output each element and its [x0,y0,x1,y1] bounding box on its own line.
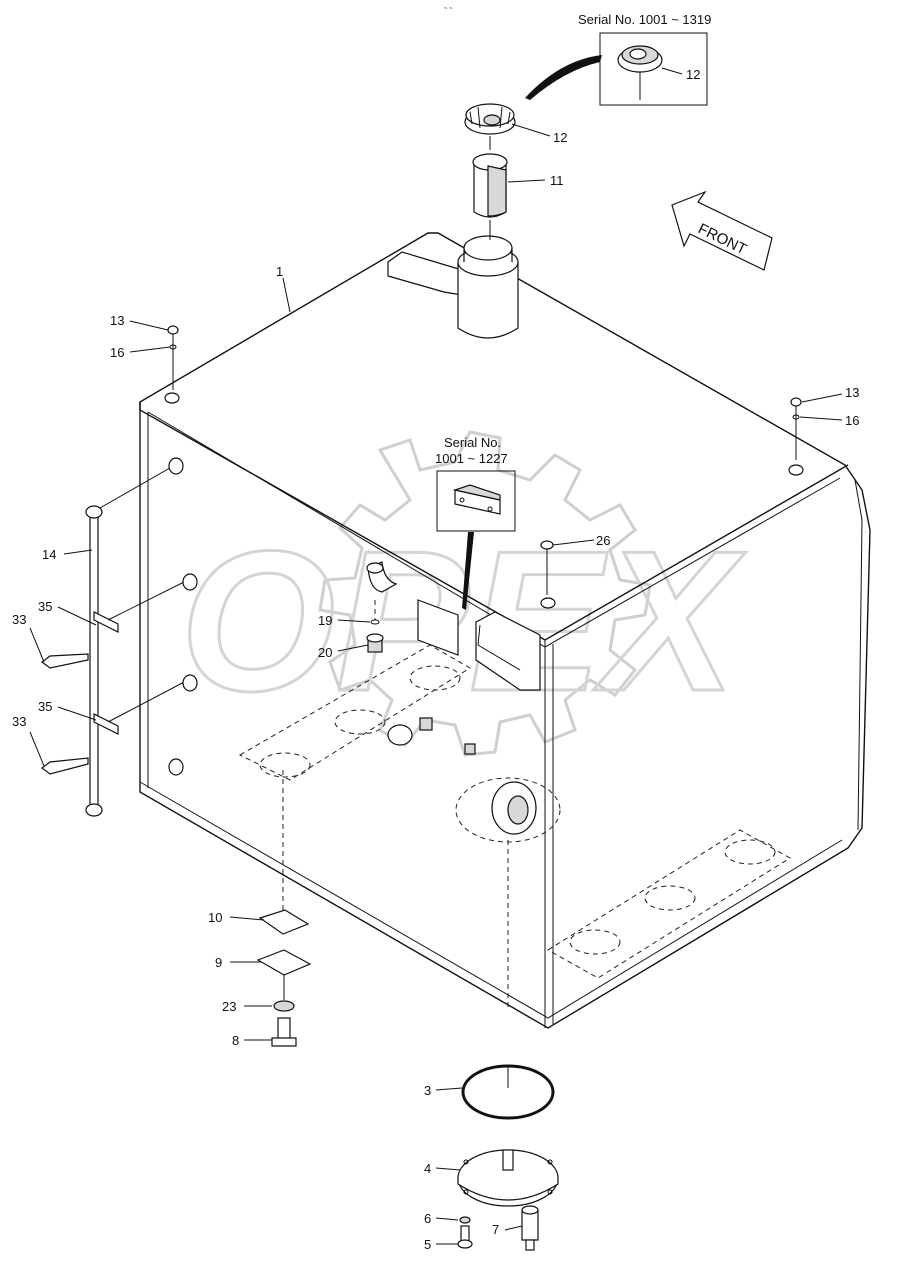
callout-16-right: 16 [845,413,859,428]
strainer [472,153,508,240]
callout-6: 6 [424,1211,431,1226]
washer-6 [459,1216,471,1224]
leader-lines [29,123,843,1245]
callout-35-upper: 35 [38,599,52,614]
elbow-fitting [366,561,398,620]
plug-26 [540,540,554,595]
inset-top-serial-label: Serial No. 1001 ~ 1319 [578,12,711,27]
tank-bosses [164,392,804,776]
level-gauge [85,464,189,817]
callout-20: 20 [318,645,332,660]
callout-1: 1 [276,264,283,279]
callout-14: 14 [42,547,56,562]
o-ring-19 [370,619,380,625]
inset-serial-1227 [436,470,516,610]
hydraulic-tank [139,232,871,1029]
bolt-33-lower [41,757,89,775]
bolt-33-upper [41,653,89,669]
side-bracket [475,611,541,691]
callout-33-lower: 33 [12,714,26,729]
callout-11: 11 [550,173,564,188]
front-arrow: FRONT [671,190,773,271]
mount-plate [417,599,459,656]
callout-7: 7 [492,1222,499,1237]
callout-4: 4 [424,1161,431,1176]
callout-3: 3 [424,1083,431,1098]
inset-mid-serial-line1: Serial No. [444,435,501,450]
plug-20 [366,633,384,653]
callout-19: 19 [318,613,332,628]
shim-plate-9 [256,949,312,976]
callout-13-right: 13 [845,385,859,400]
top-bracket [387,251,463,296]
callout-26: 26 [596,533,610,548]
callout-16-left: 16 [110,345,124,360]
washer-23 [273,1000,295,1012]
filler-neck [457,235,519,339]
inset-serial-1319 [525,32,708,106]
top-mark: ~ ~ [444,6,453,12]
drain-valve-7 [521,1205,539,1251]
watermark-gear: OPEX [179,430,748,757]
shim-plate-10 [258,909,310,935]
bolt-13-left [167,325,179,390]
callout-33-upper: 33 [12,612,26,627]
callout-5: 5 [424,1237,431,1252]
bolt-13-right [790,397,802,460]
inset-top-callout: 12 [686,67,700,82]
callout-12: 12 [553,130,567,145]
bolt-8 [271,1017,297,1047]
watermark-text: OPEX [180,510,746,733]
callout-10: 10 [208,910,222,925]
inset-pointer-arrow [525,55,602,100]
callout-8: 8 [232,1033,239,1048]
internal-fittings [387,717,476,755]
callout-13-left: 13 [110,313,124,328]
bolt-5 [457,1225,473,1249]
inset-mid-serial-line2: 1001 ~ 1227 [435,451,508,466]
callout-35-lower: 35 [38,699,52,714]
bottom-dashed-features [238,644,791,1010]
drain-cover [457,1149,559,1207]
callout-23: 23 [222,999,236,1014]
o-ring-3 [461,1064,555,1120]
callout-9: 9 [215,955,222,970]
drain-flange [491,781,537,835]
filler-cap [464,103,516,150]
